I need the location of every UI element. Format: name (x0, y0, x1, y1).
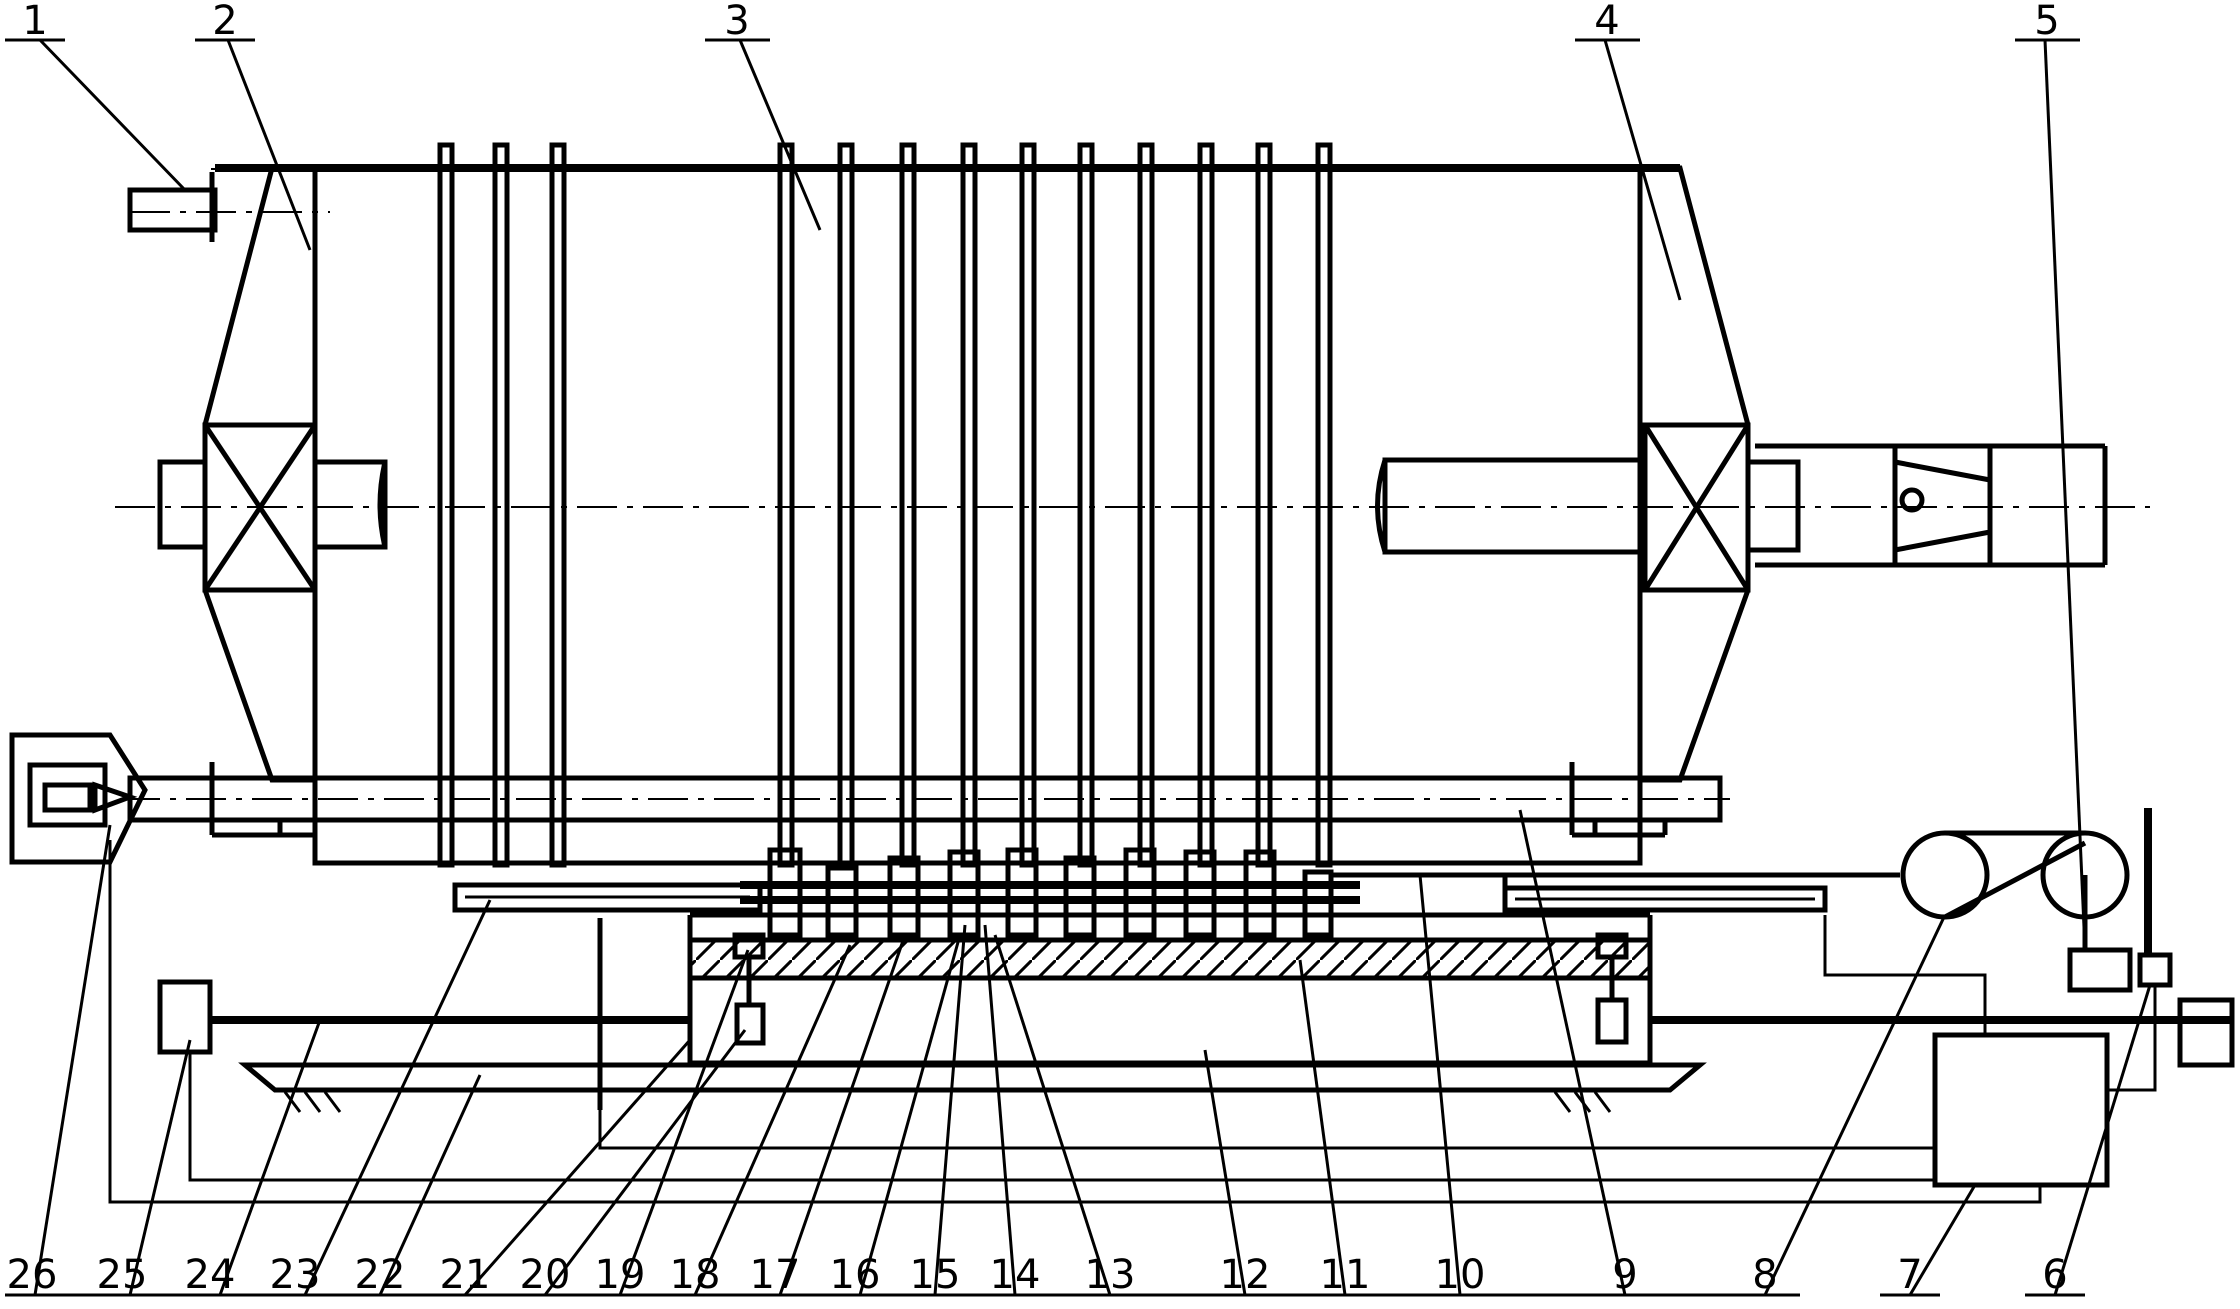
label-14: 14 (990, 1252, 1041, 1298)
label-22: 22 (355, 1252, 406, 1298)
label-7: 7 (1897, 1252, 1922, 1298)
bottom-labels: 26 25 24 23 22 21 20 19 18 17 16 15 14 1… (5, 1252, 2085, 1298)
label-3: 3 (724, 0, 749, 44)
top-labels: 1 2 3 4 5 (5, 0, 2080, 44)
label-21: 21 (440, 1252, 491, 1298)
filter-discs (437, 142, 1333, 868)
label-1: 1 (22, 0, 47, 44)
centerlines (115, 211, 2150, 800)
label-13: 13 (1085, 1252, 1136, 1298)
carriage (597, 912, 1653, 1110)
leaders (33, 38, 2152, 1296)
label-25: 25 (97, 1252, 148, 1298)
spray-pipe-left (452, 882, 763, 913)
label-9: 9 (1612, 1252, 1637, 1298)
label-5: 5 (2034, 0, 2059, 44)
label-12: 12 (1220, 1252, 1271, 1298)
control-box-7 (1932, 1032, 2110, 1188)
belt-drive (1900, 808, 2235, 1068)
control-box-25 (157, 979, 690, 1055)
label-20: 20 (520, 1252, 571, 1298)
nozzle-row (740, 847, 1360, 938)
right-end-cap (1375, 165, 2108, 783)
label-11: 11 (1320, 1252, 1371, 1298)
label-4: 4 (1594, 0, 1619, 44)
motor-26 (9, 732, 148, 865)
label-26: 26 (7, 1252, 58, 1298)
label-8: 8 (1752, 1252, 1777, 1298)
label-2: 2 (212, 0, 237, 44)
label-19: 19 (595, 1252, 646, 1298)
label-18: 18 (670, 1252, 721, 1298)
label-16: 16 (830, 1252, 881, 1298)
wiring (108, 840, 2232, 1204)
spray-pipe-right (1330, 872, 1900, 913)
tank-12 (687, 975, 1653, 1066)
label-6: 6 (2042, 1252, 2067, 1298)
left-end-cap (157, 165, 388, 783)
label-15: 15 (910, 1252, 961, 1298)
label-17: 17 (750, 1252, 801, 1298)
label-24: 24 (185, 1252, 236, 1298)
filter-drum (211, 164, 1680, 866)
base-22 (238, 1062, 1707, 1113)
valve-left (732, 932, 766, 1046)
label-23: 23 (270, 1252, 321, 1298)
feed-pipe (127, 172, 218, 242)
label-10: 10 (1435, 1252, 1486, 1298)
